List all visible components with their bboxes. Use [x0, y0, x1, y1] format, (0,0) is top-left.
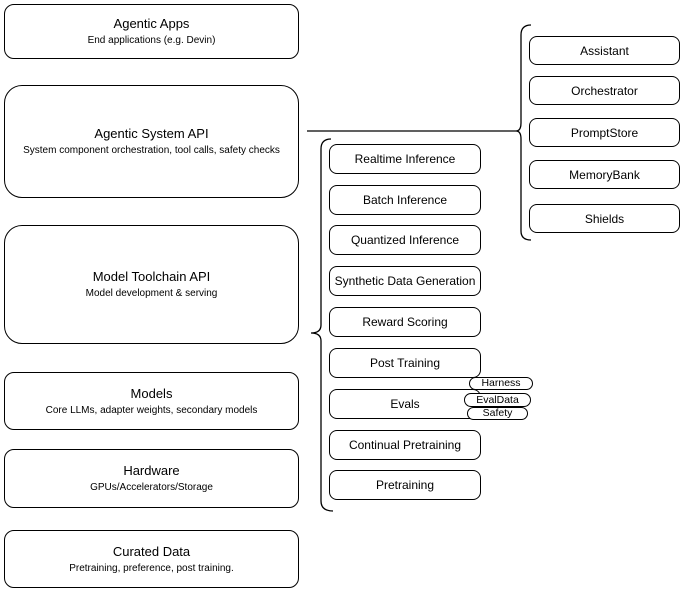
node-evals: Evals [329, 389, 481, 419]
tag-safety: Safety [467, 407, 528, 420]
node-label: Synthetic Data Generation [334, 274, 476, 288]
node-title: Agentic System API [94, 126, 209, 141]
node-label: MemoryBank [569, 167, 640, 182]
node-assistant: Assistant [529, 36, 680, 65]
node-agentic-apps: Agentic Apps End applications (e.g. Devi… [4, 4, 299, 59]
node-subtitle: Core LLMs, adapter weights, secondary mo… [45, 404, 258, 416]
node-curated-data: Curated Data Pretraining, preference, po… [4, 530, 299, 588]
node-subtitle: GPUs/Accelerators/Storage [90, 482, 213, 493]
node-label: Post Training [369, 356, 441, 370]
node-synthetic-data-generation: Synthetic Data Generation [329, 266, 481, 296]
node-label: Reward Scoring [362, 315, 448, 329]
node-label: Quantized Inference [350, 233, 460, 247]
node-models: Models Core LLMs, adapter weights, secon… [4, 372, 299, 430]
node-subtitle: End applications (e.g. Devin) [87, 35, 216, 46]
tag-evaldata: EvalData [464, 393, 531, 407]
node-label: Orchestrator [571, 83, 638, 98]
node-hardware: Hardware GPUs/Accelerators/Storage [4, 449, 299, 508]
node-subtitle: System component orchestration, tool cal… [23, 145, 280, 156]
tag-harness: Harness [469, 377, 533, 390]
node-continual-pretraining: Continual Pretraining [329, 430, 481, 460]
node-subtitle: Pretraining, preference, post training. [69, 562, 234, 574]
node-batch-inference: Batch Inference [329, 185, 481, 215]
tag-label: EvalData [476, 393, 519, 406]
node-label: Shields [584, 211, 625, 226]
node-title: Models [130, 385, 173, 401]
node-subtitle: Model development & serving [85, 288, 218, 299]
tag-label: Harness [481, 377, 521, 389]
node-orchestrator: Orchestrator [529, 76, 680, 105]
node-label: Pretraining [375, 478, 435, 492]
node-quantized-inference: Quantized Inference [329, 225, 481, 255]
node-label: Batch Inference [362, 193, 448, 207]
node-label: Evals [390, 397, 420, 411]
node-realtime-inference: Realtime Inference [329, 144, 481, 174]
node-agentic-system-api: Agentic System API System component orch… [4, 85, 299, 198]
node-shields: Shields [529, 204, 680, 233]
tag-label: Safety [482, 407, 513, 419]
node-title: Agentic Apps [113, 16, 190, 31]
node-label: PromptStore [570, 125, 639, 140]
node-label: Assistant [580, 43, 629, 58]
node-model-toolchain-api: Model Toolchain API Model development & … [4, 225, 299, 344]
node-pretraining: Pretraining [329, 470, 481, 500]
node-reward-scoring: Reward Scoring [329, 307, 481, 337]
node-promptstore: PromptStore [529, 118, 680, 147]
node-title: Curated Data [112, 543, 191, 559]
node-label: Continual Pretraining [348, 438, 462, 452]
node-label: Realtime Inference [354, 152, 456, 166]
node-post-training: Post Training [329, 348, 481, 378]
node-title: Model Toolchain API [92, 269, 211, 284]
node-memorybank: MemoryBank [529, 160, 680, 189]
node-title: Hardware [123, 463, 180, 478]
